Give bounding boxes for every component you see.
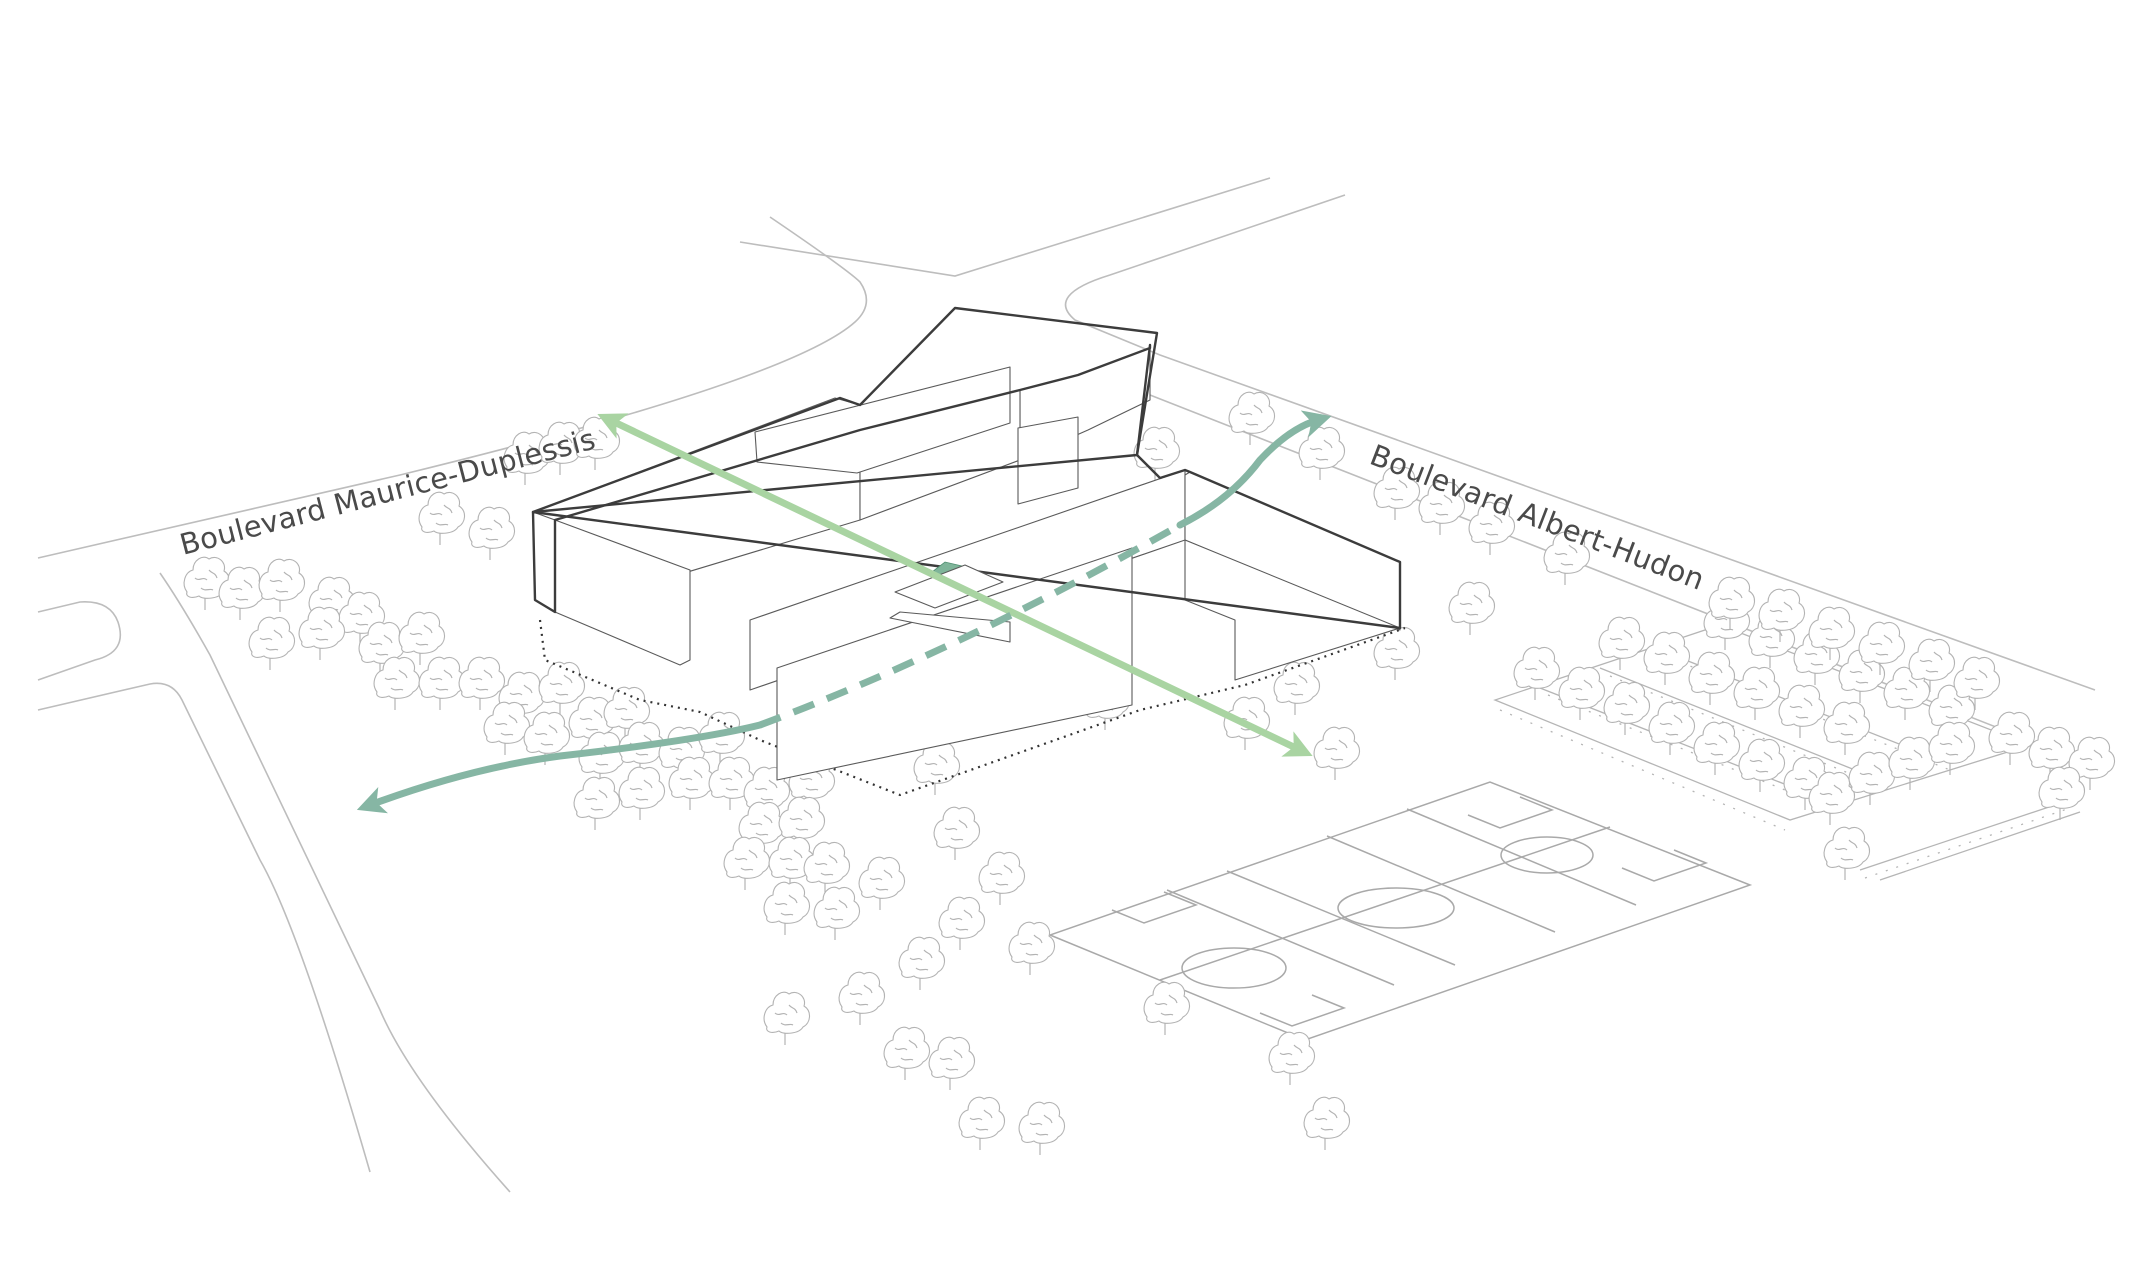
tree-icon xyxy=(813,886,861,941)
street-label-albert-hudon: Boulevard Albert-Hudon xyxy=(1365,438,1709,597)
tree-icon xyxy=(723,836,771,891)
tree-icon xyxy=(1988,711,2036,766)
arrow-icon xyxy=(1176,410,1332,529)
tree-icon xyxy=(373,656,421,711)
tree-icon xyxy=(418,491,466,546)
arrow-icon xyxy=(597,413,1313,757)
tree-icon xyxy=(1928,721,1976,776)
tree-icon xyxy=(1008,921,1056,976)
tree-icon xyxy=(1373,626,1421,681)
arrow-dashed xyxy=(758,521,1182,729)
tree-icon xyxy=(1738,738,1786,793)
tree-icon xyxy=(458,656,506,711)
circulation-arrows xyxy=(356,410,1332,814)
tree-icon xyxy=(298,606,346,661)
tree-icon xyxy=(1848,751,1896,806)
tree-icon xyxy=(933,806,981,861)
tree-icon xyxy=(1143,981,1191,1036)
tree-icon xyxy=(838,971,886,1026)
tree-icon xyxy=(578,731,626,786)
tree-icon xyxy=(1603,681,1651,736)
tree-icon xyxy=(2038,766,2086,821)
tree-icon xyxy=(858,856,906,911)
tree-icon xyxy=(1558,666,1606,721)
tree-icon xyxy=(928,1036,976,1091)
tree-icon xyxy=(1648,701,1696,756)
tree-icon xyxy=(1733,666,1781,721)
tree-icon xyxy=(1448,581,1496,636)
tree-icon xyxy=(1228,391,1276,446)
tree-icon xyxy=(763,991,811,1046)
tree-icon xyxy=(418,656,466,711)
tree-icon xyxy=(938,896,986,951)
tree-icon xyxy=(958,1096,1006,1151)
tree-icon xyxy=(1823,826,1871,881)
tree-icon xyxy=(883,1026,931,1081)
tree-icon xyxy=(1298,426,1346,481)
tree-icon xyxy=(1823,701,1871,756)
tree-icon xyxy=(483,701,531,756)
soccer-fields xyxy=(1047,781,1753,1041)
tree-icon xyxy=(1693,721,1741,776)
tree-icon xyxy=(258,558,306,613)
tree-icon xyxy=(1688,651,1736,706)
tree-icon xyxy=(468,506,516,561)
tree-icon xyxy=(618,766,666,821)
arrow-icon xyxy=(356,721,764,814)
school-building xyxy=(531,306,1406,797)
tree-icon xyxy=(898,936,946,991)
tree-icon xyxy=(248,616,296,671)
tree-icon xyxy=(763,881,811,936)
street-label-maurice-duplessis: Boulevard Maurice-Duplessis xyxy=(176,422,599,562)
tree-icon xyxy=(1598,616,1646,671)
tree-icon xyxy=(1268,1031,1316,1086)
tree-icon xyxy=(1303,1096,1351,1151)
tree-icon xyxy=(1643,631,1691,686)
tree-icon xyxy=(573,776,621,831)
tree-icon xyxy=(1513,646,1561,701)
tree-icon xyxy=(1018,1101,1066,1156)
tree-icon xyxy=(978,851,1026,906)
tree-icon xyxy=(1313,726,1361,781)
tree-icon xyxy=(1778,684,1826,739)
tree-icon xyxy=(1273,661,1321,716)
